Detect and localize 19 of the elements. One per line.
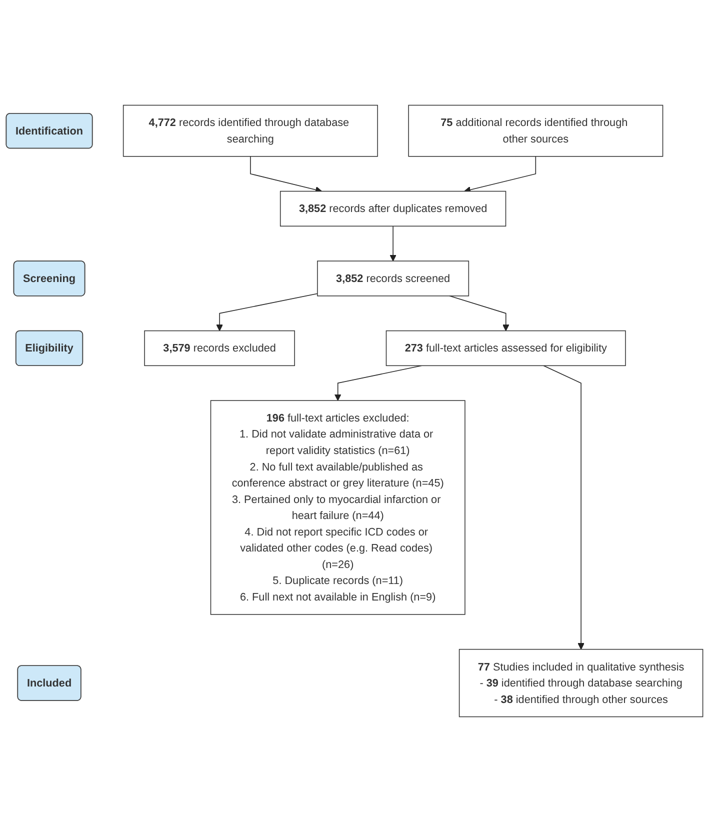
arrow: [449, 296, 510, 332]
arrow: [390, 226, 396, 262]
process-box: 4,772 records identified through database searching: [122, 104, 378, 157]
process-box: 3,579 records excluded: [144, 330, 295, 366]
process-box: 77 Studies included in qualitative synthesis - 39 identified through database searching - 38 identified through other sources: [458, 648, 704, 718]
arrow: [334, 365, 422, 401]
arrow: [543, 365, 584, 650]
process-box: 3,852 records after duplicates removed: [280, 190, 506, 227]
stage-label: Included: [17, 665, 82, 701]
arrow: [250, 156, 322, 194]
process-box: 3,852 records screened: [317, 260, 470, 296]
stage-label: Eligibility: [15, 330, 84, 366]
arrow: [216, 293, 318, 332]
arrow: [464, 156, 536, 194]
process-box: 273 full-text articles assessed for eligibility: [386, 330, 626, 366]
process-box: 196 full-text articles excluded: 1. Did not validate administrative data or report validity statistics (n=61) 2. No full text available/published as conference abstract or grey literature (n=45) 3. Pertained only to myocardial infarction or heart failure (n=44) 4. Did not report specific ICD codes or validated other codes (e.g. Read codes) (n=26) 5. Duplicate records (n=11) 6. Full next not available in English (n=9): [210, 400, 466, 615]
process-box: 75 additional records identified through other sources: [408, 104, 664, 157]
stage-label: Screening: [13, 260, 86, 296]
stage-label: Identification: [6, 112, 93, 149]
